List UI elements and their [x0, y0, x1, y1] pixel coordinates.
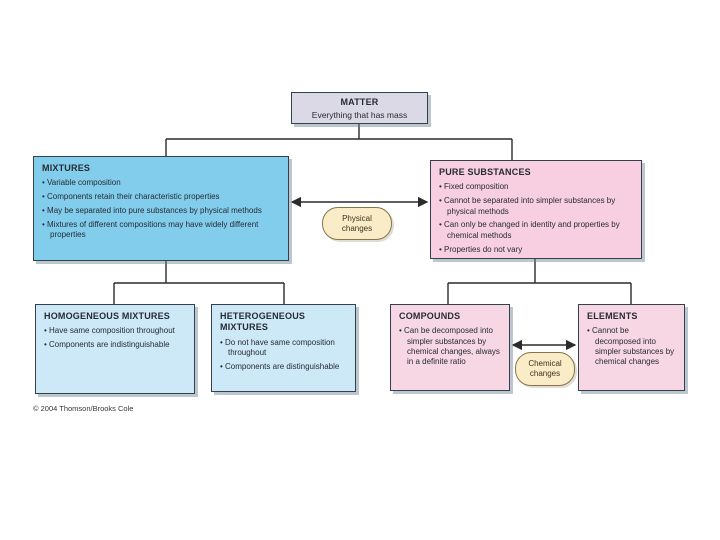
bullet-item: Cannot be separated into simpler substan…: [439, 196, 633, 217]
copyright-text: © 2004 Thomson/Brooks Cole: [33, 404, 134, 413]
bullet-item: Mixtures of different compositions may h…: [42, 220, 280, 241]
node-matter: MATTER Everything that has mass: [291, 92, 428, 124]
node-physical-changes: Physical changes: [322, 207, 392, 240]
node-mixtures-title: MIXTURES: [42, 163, 91, 173]
node-heterogeneous-bullets: Do not have same composition throughoutC…: [220, 338, 347, 373]
bullet-item: Do not have same composition throughout: [220, 338, 347, 359]
node-pure-substances-title: PURE SUBSTANCES: [439, 167, 531, 177]
node-compounds-title: COMPOUNDS: [399, 311, 461, 321]
bullet-item: Have same composition throughout: [44, 326, 186, 336]
node-elements-bullets: Cannot be decomposed into simpler substa…: [587, 326, 676, 368]
bullet-item: Fixed composition: [439, 182, 633, 192]
node-mixtures: MIXTURES Variable compositionComponents …: [33, 156, 289, 261]
node-chemical-changes-label: Chemical changes: [528, 359, 562, 378]
node-elements: ELEMENTS Cannot be decomposed into simpl…: [578, 304, 685, 391]
node-homogeneous-bullets: Have same composition throughoutComponen…: [44, 326, 186, 350]
node-mixtures-bullets: Variable compositionComponents retain th…: [42, 178, 280, 240]
bullet-item: Components are indistinguishable: [44, 340, 186, 350]
node-homogeneous-title: HOMOGENEOUS MIXTURES: [44, 311, 171, 321]
bullet-item: Variable composition: [42, 178, 280, 188]
node-homogeneous-mixtures: HOMOGENEOUS MIXTURES Have same compositi…: [35, 304, 195, 394]
node-chemical-changes: Chemical changes: [515, 352, 575, 386]
bullet-item: Components are distinguishable: [220, 362, 347, 372]
node-heterogeneous-mixtures: HETEROGENEOUS MIXTURES Do not have same …: [211, 304, 356, 392]
node-compounds-bullets: Can be decomposed into simpler substance…: [399, 326, 501, 368]
node-physical-changes-label: Physical changes: [341, 213, 373, 233]
node-matter-subtitle: Everything that has mass: [311, 110, 408, 121]
node-heterogeneous-title: HETEROGENEOUS MIXTURES: [220, 311, 306, 333]
node-matter-title: MATTER: [340, 97, 379, 107]
bullet-item: Can only be changed in identity and prop…: [439, 220, 633, 241]
node-pure-substances: PURE SUBSTANCES Fixed compositionCannot …: [430, 160, 642, 259]
node-pure-substances-bullets: Fixed compositionCannot be separated int…: [439, 182, 633, 255]
bullet-item: Cannot be decomposed into simpler substa…: [587, 326, 676, 368]
bullet-item: Can be decomposed into simpler substance…: [399, 326, 501, 368]
bullet-item: Components retain their characteristic p…: [42, 192, 280, 202]
node-compounds: COMPOUNDS Can be decomposed into simpler…: [390, 304, 510, 391]
bullet-item: Properties do not vary: [439, 245, 633, 255]
node-elements-title: ELEMENTS: [587, 311, 638, 321]
bullet-item: May be separated into pure substances by…: [42, 206, 280, 216]
